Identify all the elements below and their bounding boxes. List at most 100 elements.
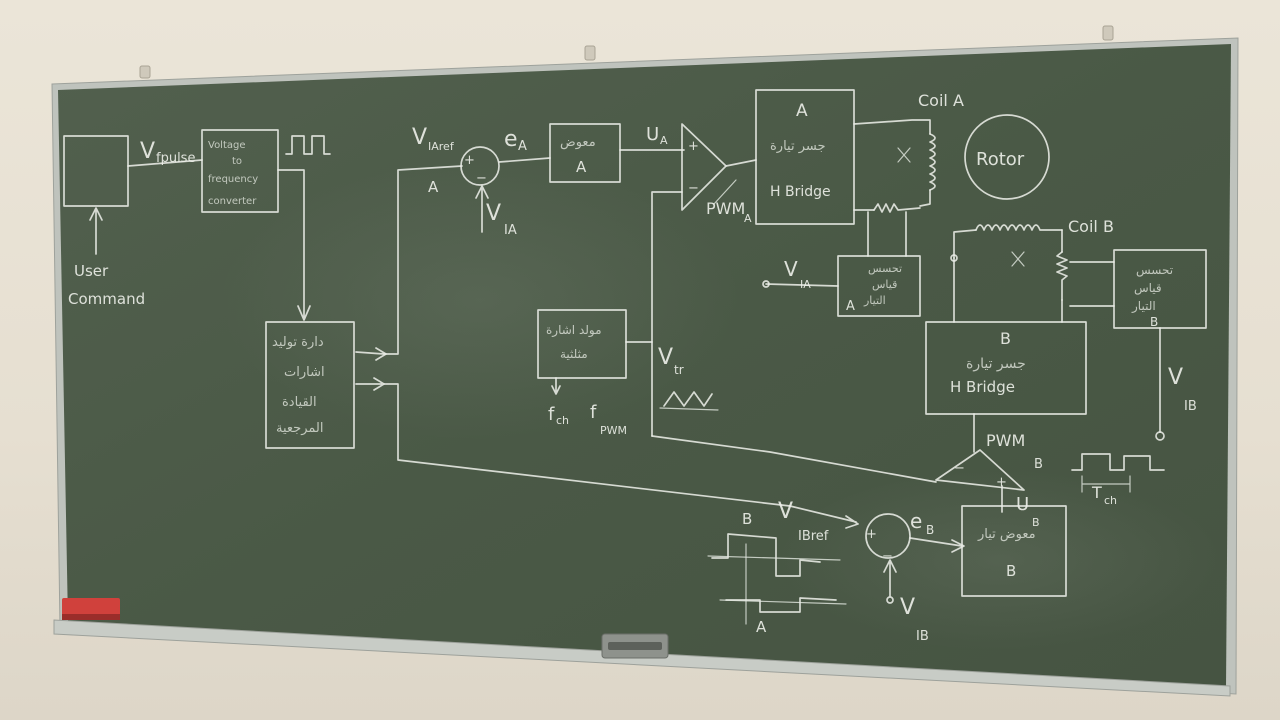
- vf-converter-box: [201, 129, 279, 213]
- v-ib-sub: IB: [1184, 399, 1197, 414]
- comp-a-letter: A: [576, 158, 587, 176]
- pwm-a-sub: A: [744, 212, 752, 225]
- wave-a-label: A: [756, 618, 767, 636]
- ref-gen-ar3: القيادة: [282, 395, 317, 410]
- coil-b: [975, 224, 1063, 231]
- cross-mark: [897, 147, 911, 163]
- wire: [953, 229, 977, 259]
- v-iaref-sub: IAref: [428, 140, 455, 153]
- v-ia2-label: V: [784, 257, 798, 281]
- pwm-b-wave: [1071, 453, 1165, 471]
- pwm-b-sub: B: [1034, 457, 1043, 472]
- comp-b-plus: +: [996, 475, 1007, 490]
- f-pwm-sub: PWM: [600, 424, 627, 437]
- comp-plus: +: [688, 139, 699, 154]
- coil-a: [929, 133, 936, 191]
- terminal: [762, 280, 770, 288]
- wire: [127, 159, 203, 167]
- cross-mark: [1011, 251, 1025, 267]
- sum-junction-b: [865, 513, 911, 559]
- wire: [883, 559, 897, 597]
- v-ia-sub: IA: [504, 223, 517, 238]
- u-b-sub: B: [1032, 516, 1040, 529]
- wave-b-label: B: [742, 510, 752, 528]
- comparator-b: [935, 449, 1025, 491]
- h-bridge-b-box: [925, 321, 1087, 415]
- v-fpulse-sub: fpulse: [156, 151, 195, 166]
- wire: [498, 157, 551, 163]
- wire: [909, 537, 965, 553]
- sense-a-ar1: تحسس: [868, 262, 902, 275]
- v-fpulse-label: V: [140, 139, 155, 164]
- ref-gen-ar2: اشارات: [284, 365, 325, 380]
- sense-a-ar3: التيار: [863, 294, 886, 307]
- e-a-label: e: [504, 127, 518, 152]
- sense-b-ar2: قياس: [1134, 281, 1162, 296]
- wire: [383, 383, 859, 529]
- sense-b-ar1: تحسس: [1136, 263, 1173, 278]
- v-ia-label: V: [486, 201, 501, 226]
- triangle-gen-box: [537, 309, 627, 379]
- f-pwm-label: f: [590, 402, 597, 423]
- wave-a: [725, 597, 837, 613]
- wire: [1069, 261, 1115, 307]
- sense-b-ar3: التيار: [1131, 299, 1156, 314]
- resistor-b: [1056, 251, 1068, 301]
- v-ibref-sub: IBref: [798, 529, 829, 544]
- wire: [953, 257, 1063, 323]
- tri-gen-ar2: مثلثية: [560, 347, 588, 361]
- wire: [651, 435, 937, 483]
- vf-line4: converter: [208, 196, 257, 207]
- f-ch-sub: ch: [556, 414, 569, 427]
- ref-gen-ar1: دارة توليد: [272, 335, 324, 350]
- comparator-a: [681, 123, 727, 211]
- wire: [651, 191, 683, 437]
- wire: [853, 119, 931, 135]
- terminal: [1155, 431, 1165, 441]
- compensator-b-box: [961, 505, 1067, 597]
- ref-gen-ar4: المرجعية: [276, 421, 323, 436]
- e-b-sub: B: [926, 523, 934, 537]
- a-under-label: A: [428, 178, 439, 196]
- comp-b-letter: B: [1006, 562, 1016, 580]
- v-tr-sub: tr: [674, 363, 684, 377]
- rotor-label: Rotor: [976, 149, 1025, 170]
- wire: [765, 283, 839, 287]
- v-ib2-sub: IB: [916, 629, 929, 644]
- wire: [475, 185, 489, 233]
- wire: [919, 189, 931, 207]
- h-bridge-a-box: [755, 89, 855, 225]
- rotor-circle: [964, 114, 1050, 200]
- sense-a-ar2: قياس: [872, 278, 897, 291]
- user-label: User: [74, 262, 109, 280]
- eraser[interactable]: [62, 598, 120, 620]
- sense-a-letter: A: [846, 299, 855, 314]
- hb-a-ar: جسر تيارة: [770, 139, 826, 154]
- resistor-a: [873, 203, 921, 213]
- pointer: [713, 179, 737, 205]
- coil-b-label: Coil B: [1068, 217, 1114, 236]
- hb-a-letter: A: [796, 101, 808, 121]
- comp-a-ar: معوض: [560, 135, 596, 150]
- tray-clip: [601, 633, 669, 659]
- t-ch-sub: ch: [1104, 494, 1117, 507]
- comp-b-ar: معوض تيار: [977, 527, 1036, 542]
- wire: [867, 211, 907, 257]
- coil-a-label: Coil A: [918, 91, 964, 110]
- comp-minus: −: [688, 181, 699, 196]
- minus-a: −: [476, 171, 487, 186]
- v-iaref-label: V: [412, 125, 427, 150]
- e-b-label: e: [910, 509, 922, 533]
- wave-b: [711, 533, 821, 577]
- hb-a-en: H Bridge: [770, 184, 831, 200]
- pwm-b-label: PWM: [986, 431, 1025, 450]
- arrow: [89, 207, 103, 255]
- sum-junction-a: [460, 146, 500, 186]
- tri-gen-ar1: مولد اشارة: [546, 323, 602, 338]
- t-ch-bracket: [1081, 475, 1131, 493]
- sense-b-letter: B: [1150, 315, 1158, 329]
- plus-a: +: [464, 153, 475, 168]
- t-ch-label: T: [1091, 483, 1102, 502]
- vf-line3: frequency: [208, 174, 258, 185]
- erase-smudge: [780, 470, 1220, 650]
